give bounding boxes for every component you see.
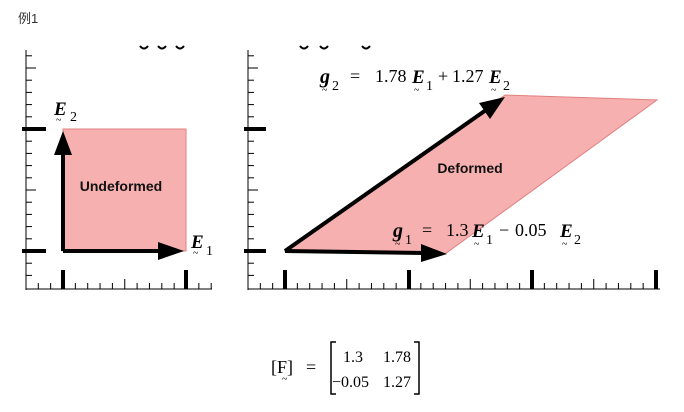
left-panel: Undeformed E 2 ~ E 1 ~ <box>22 50 213 290</box>
g2-equals: = <box>350 66 360 86</box>
g1-basis1-tilde: ~ <box>474 239 480 250</box>
g2-subscript: 2 <box>332 79 339 94</box>
e2-arrowhead <box>54 131 72 155</box>
g1-basis2-tilde: ~ <box>562 239 568 250</box>
g2-basis2-tilde: ~ <box>491 85 497 96</box>
g2-coef2: 1.27 <box>452 66 484 86</box>
g2-tilde: ~ <box>322 85 328 96</box>
e1-label: E <box>190 232 204 253</box>
g1-minus: − <box>499 220 509 240</box>
e1-tilde: ~ <box>193 248 199 259</box>
bottom-ruler-hticks-right <box>259 279 656 289</box>
undeformed-label: Undeformed <box>80 178 162 194</box>
g2-equation: g 2 ~ = 1.78 E 1 ~ + 1.27 E 2 ~ <box>319 66 510 96</box>
right-ruler-vticks <box>248 55 258 276</box>
g2-basis1-tilde: ~ <box>414 85 420 96</box>
matrix-equals: = <box>306 357 316 377</box>
g2-basis1-subscript: 1 <box>426 79 433 94</box>
e1-arrowhead <box>158 242 184 260</box>
matrix-cell-r1c1: 1.27 <box>383 374 411 391</box>
g2-arrow-shaft <box>283 108 488 253</box>
g1-coef2: 0.05 <box>515 220 547 240</box>
matrix-cell-r1c0: −0.05 <box>332 374 369 391</box>
g1-basis1: E <box>471 221 485 242</box>
deformation-gradient-matrix: [F] ~ = 1.3 1.78 −0.05 1.27 <box>271 341 420 395</box>
e2-tilde: ~ <box>56 115 62 126</box>
g1-arrowhead <box>421 244 447 262</box>
matrix-cell-r0c0: 1.3 <box>343 349 363 366</box>
matrix-lhs: [F] <box>271 357 293 377</box>
g1-basis1-subscript: 1 <box>486 233 493 248</box>
g2-plus: + <box>438 66 448 86</box>
matrix-right-bracket <box>414 341 420 395</box>
matrix-cell-r0c1: 1.78 <box>383 349 411 366</box>
g1-basis2-subscript: 2 <box>574 233 581 248</box>
e2-label: E <box>53 99 67 120</box>
right-panel: Deformed g 2 ~ = 1.78 E 1 ~ + 1.27 E 2 ~… <box>244 50 660 290</box>
g2-arrowhead <box>479 97 505 119</box>
g1-basis2: E <box>559 221 573 242</box>
g1-tilde: ~ <box>395 239 401 250</box>
g1-equals: = <box>422 220 432 240</box>
g2-basis2-subscript: 2 <box>503 79 510 94</box>
g1-symbol: g <box>392 220 403 242</box>
left-ruler-vticks <box>26 55 36 276</box>
matrix-lhs-tilde: ~ <box>282 374 288 385</box>
deformed-label: Deformed <box>437 160 502 176</box>
matrix-left-bracket <box>330 341 336 395</box>
g2-symbol: g <box>319 66 330 88</box>
g2-basis2: E <box>488 67 502 88</box>
g1-arrow-shaft <box>284 249 425 255</box>
example-label: 例1 <box>18 11 39 26</box>
g1-subscript: 1 <box>405 233 412 248</box>
g2-basis1: E <box>411 67 425 88</box>
cropped-top-glyphs <box>139 45 371 50</box>
g1-equation: g 1 ~ = 1.3 E 1 ~ − 0.05 E 2 ~ <box>392 220 581 250</box>
g2-coef1: 1.78 <box>375 66 407 86</box>
e2-subscript: 2 <box>70 110 77 125</box>
g1-coef1: 1.3 <box>446 220 469 240</box>
e1-subscript: 1 <box>206 244 213 259</box>
